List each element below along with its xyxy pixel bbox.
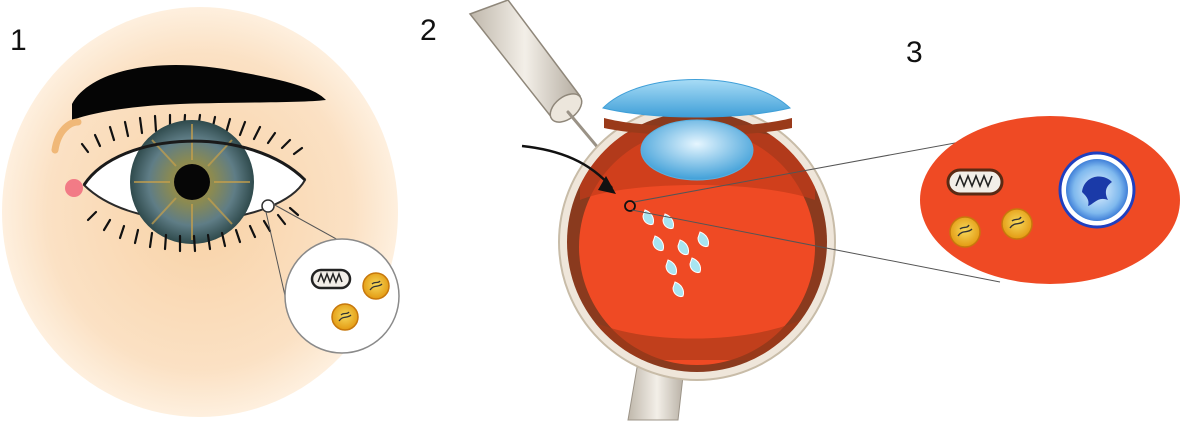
cornea — [603, 80, 790, 118]
mitochondrion-icon — [312, 270, 350, 288]
eyeball-cross-section-icon — [559, 80, 840, 391]
pupil — [174, 164, 210, 200]
lens — [641, 120, 753, 180]
needle-icon — [470, 0, 615, 168]
melanosome-icon — [332, 304, 358, 330]
panel-number-2: 2 — [420, 14, 437, 47]
cell-zoom-circle-1 — [285, 239, 399, 353]
cell-zoom-ellipse — [920, 116, 1180, 284]
nucleus-icon — [1060, 153, 1134, 227]
panel-1-external-eye: 1 — [2, 7, 399, 417]
melanosome-icon — [1002, 209, 1032, 239]
panel-number-3: 3 — [906, 36, 923, 69]
panel-number-1: 1 — [10, 24, 27, 57]
tear-caruncle — [65, 179, 83, 197]
mitochondrion-icon — [948, 170, 1002, 194]
melanosome-icon — [363, 273, 389, 299]
panel-3-retinal-cell: 3 — [906, 36, 1180, 284]
sample-point — [262, 200, 274, 212]
melanosome-icon — [950, 217, 980, 247]
